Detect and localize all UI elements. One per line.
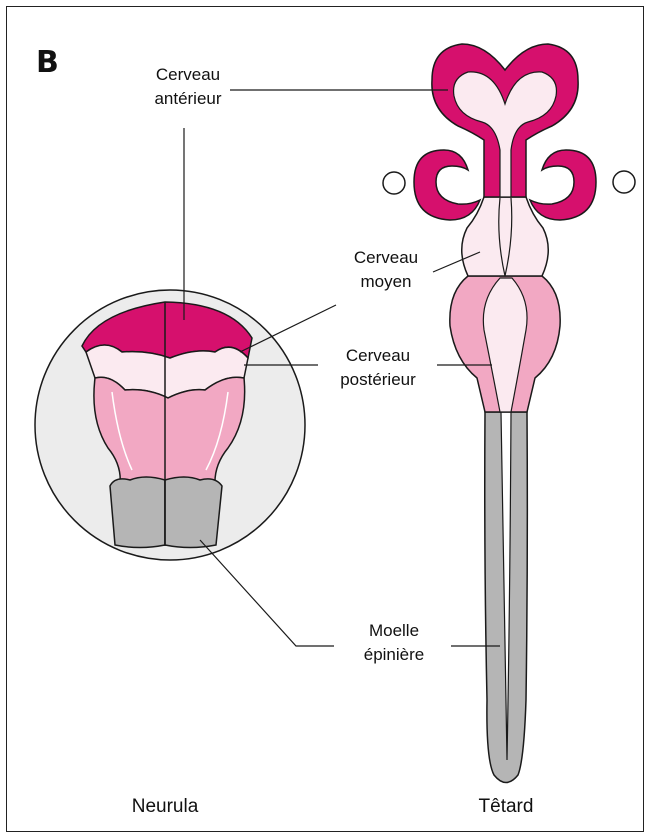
neurula <box>35 290 305 560</box>
label-spinal-cord: Moelle épinière <box>364 621 425 664</box>
label-midbrain-line2: moyen <box>360 272 411 291</box>
label-hindbrain-line1: Cerveau <box>346 346 410 365</box>
leader-spinal-neurula <box>200 540 334 646</box>
tadpole <box>383 44 635 783</box>
label-midbrain: Cerveau moyen <box>354 248 418 291</box>
tadpole-optic-cup-left <box>414 150 480 220</box>
label-hindbrain-line2: postérieur <box>340 370 416 389</box>
label-spinal-cord-line2: épinière <box>364 645 425 664</box>
tadpole-eye-left <box>383 172 405 194</box>
label-forebrain-line1: Cerveau <box>156 65 220 84</box>
label-forebrain: Cerveau antérieur <box>154 65 221 108</box>
label-midbrain-line1: Cerveau <box>354 248 418 267</box>
label-hindbrain: Cerveau postérieur <box>340 346 416 389</box>
label-forebrain-line2: antérieur <box>154 89 221 108</box>
caption-tadpole: Têtard <box>479 796 534 817</box>
caption-neurula: Neurula <box>132 796 199 817</box>
neurula-spinal-left <box>110 477 165 548</box>
label-spinal-cord-line1: Moelle <box>369 621 419 640</box>
tadpole-optic-cup-right <box>530 150 596 220</box>
panel-letter: B <box>36 45 59 80</box>
neurula-spinal-right <box>165 477 222 548</box>
tadpole-eye-right <box>613 171 635 193</box>
